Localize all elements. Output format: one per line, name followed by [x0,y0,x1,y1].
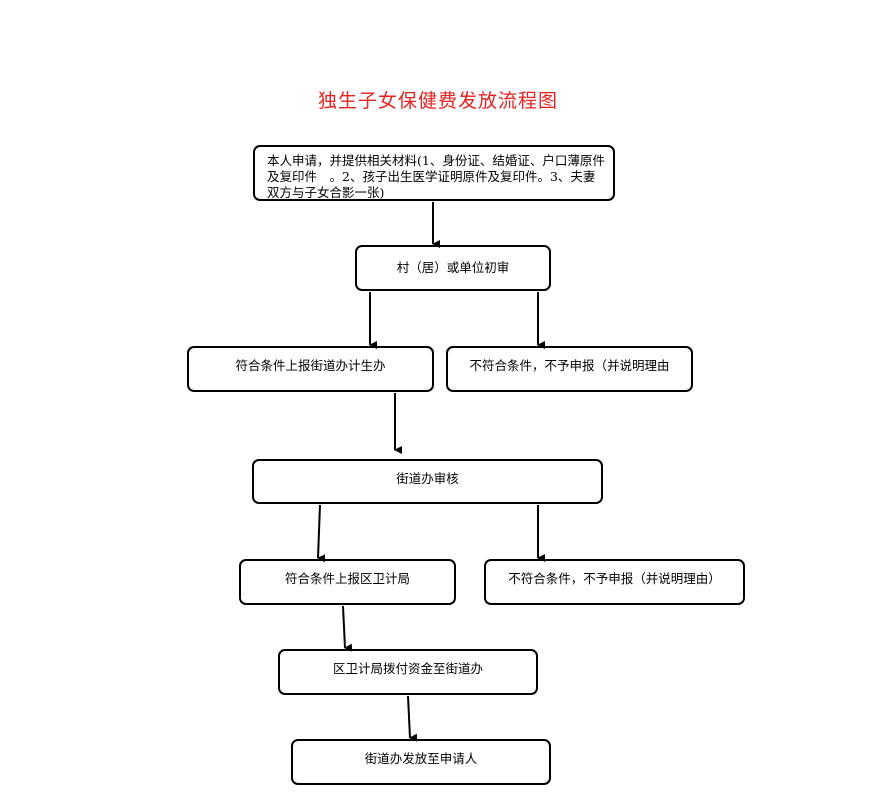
flow-step-not-qualified-2: 不符合条件，不予申报（并说明理由） [484,559,745,605]
flow-step-street-distribute: 街道办发放至申请人 [291,739,551,785]
page-title: 独生子女保健费发放流程图 [317,90,558,112]
flow-step-street-review-label: 街道办审核 [396,471,459,486]
arrow-street-review-to-qualified [317,504,326,563]
flow-step-qualified-to-street: 符合条件上报街道办计生办 [187,346,434,392]
flow-step-district-fund-label: 区卫计局拨付资金至街道办 [332,661,483,676]
flow-step-village-review-label: 村（居）或单位初审 [396,260,510,275]
flow-step-district-fund: 区卫计局拨付资金至街道办 [278,649,538,695]
flow-step-apply: 本人申请，并提供相关材料(1、身份证、结婚证、户口薄原件及复印件 。2、孩子出生… [253,145,615,201]
flow-step-not-qualified-1: 不符合条件，不予申报（并说明理由 [446,346,693,392]
arrow-district-to-fund [342,605,353,652]
flow-step-qualified-to-district-label: 符合条件上报区卫计局 [284,571,410,586]
flow-step-qualified-to-district: 符合条件上报区卫计局 [239,559,456,605]
flow-step-street-distribute-label: 街道办发放至申请人 [364,751,478,766]
arrow-fund-to-distribute [407,695,418,742]
flow-step-qualified-to-street-label: 符合条件上报街道办计生办 [235,358,386,373]
flow-step-not-qualified-1-label: 不符合条件，不予申报（并说明理由 [469,358,670,373]
flow-step-street-review: 街道办审核 [252,459,603,504]
flow-step-not-qualified-2-label: 不符合条件，不予申报（并说明理由） [508,571,721,586]
flow-step-apply-label: 本人申请，并提供相关材料(1、身份证、结婚证、户口薄原件及复印件 。2、孩子出生… [267,153,605,200]
flow-step-village-review: 村（居）或单位初审 [355,245,551,291]
